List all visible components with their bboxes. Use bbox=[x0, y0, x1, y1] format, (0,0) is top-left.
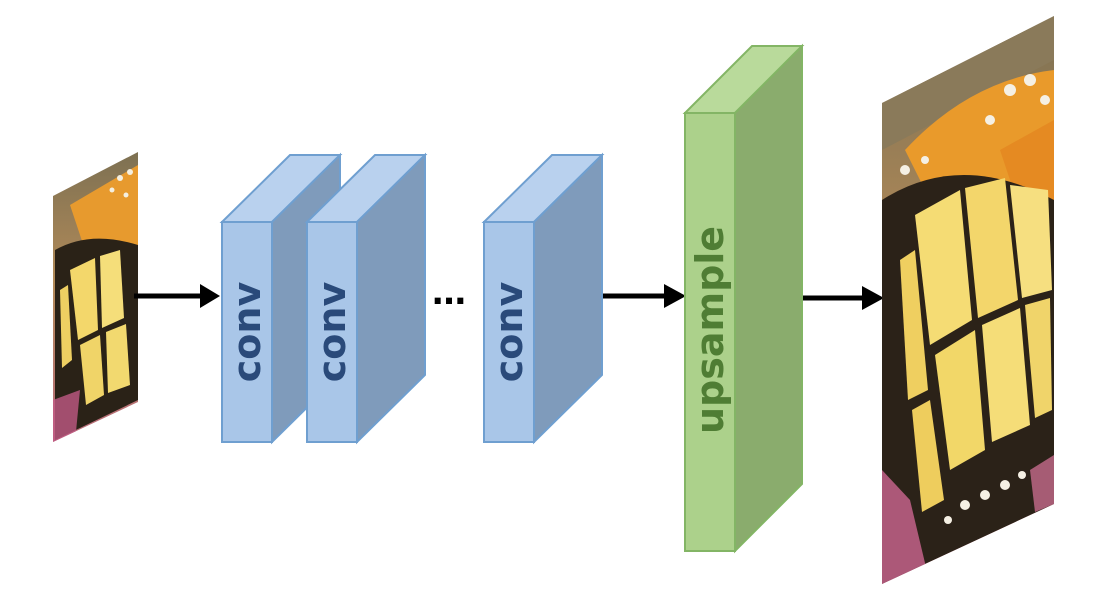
upsample-label: upsample bbox=[688, 226, 732, 434]
arrow-input-to-conv bbox=[134, 284, 220, 308]
conv-label-n: conv bbox=[487, 282, 531, 383]
ellipsis: … bbox=[432, 273, 466, 313]
conv-block-n: conv bbox=[481, 152, 605, 445]
conv-block-2: conv bbox=[304, 152, 428, 445]
conv-label-1: conv bbox=[225, 282, 269, 383]
arrow-upsample-to-output bbox=[801, 286, 884, 310]
upsample-block: upsample bbox=[682, 43, 805, 554]
output-image bbox=[882, 16, 1054, 584]
conv-label-2: conv bbox=[310, 282, 354, 383]
arrow-conv-to-upsample bbox=[601, 284, 686, 308]
input-image bbox=[53, 152, 138, 442]
